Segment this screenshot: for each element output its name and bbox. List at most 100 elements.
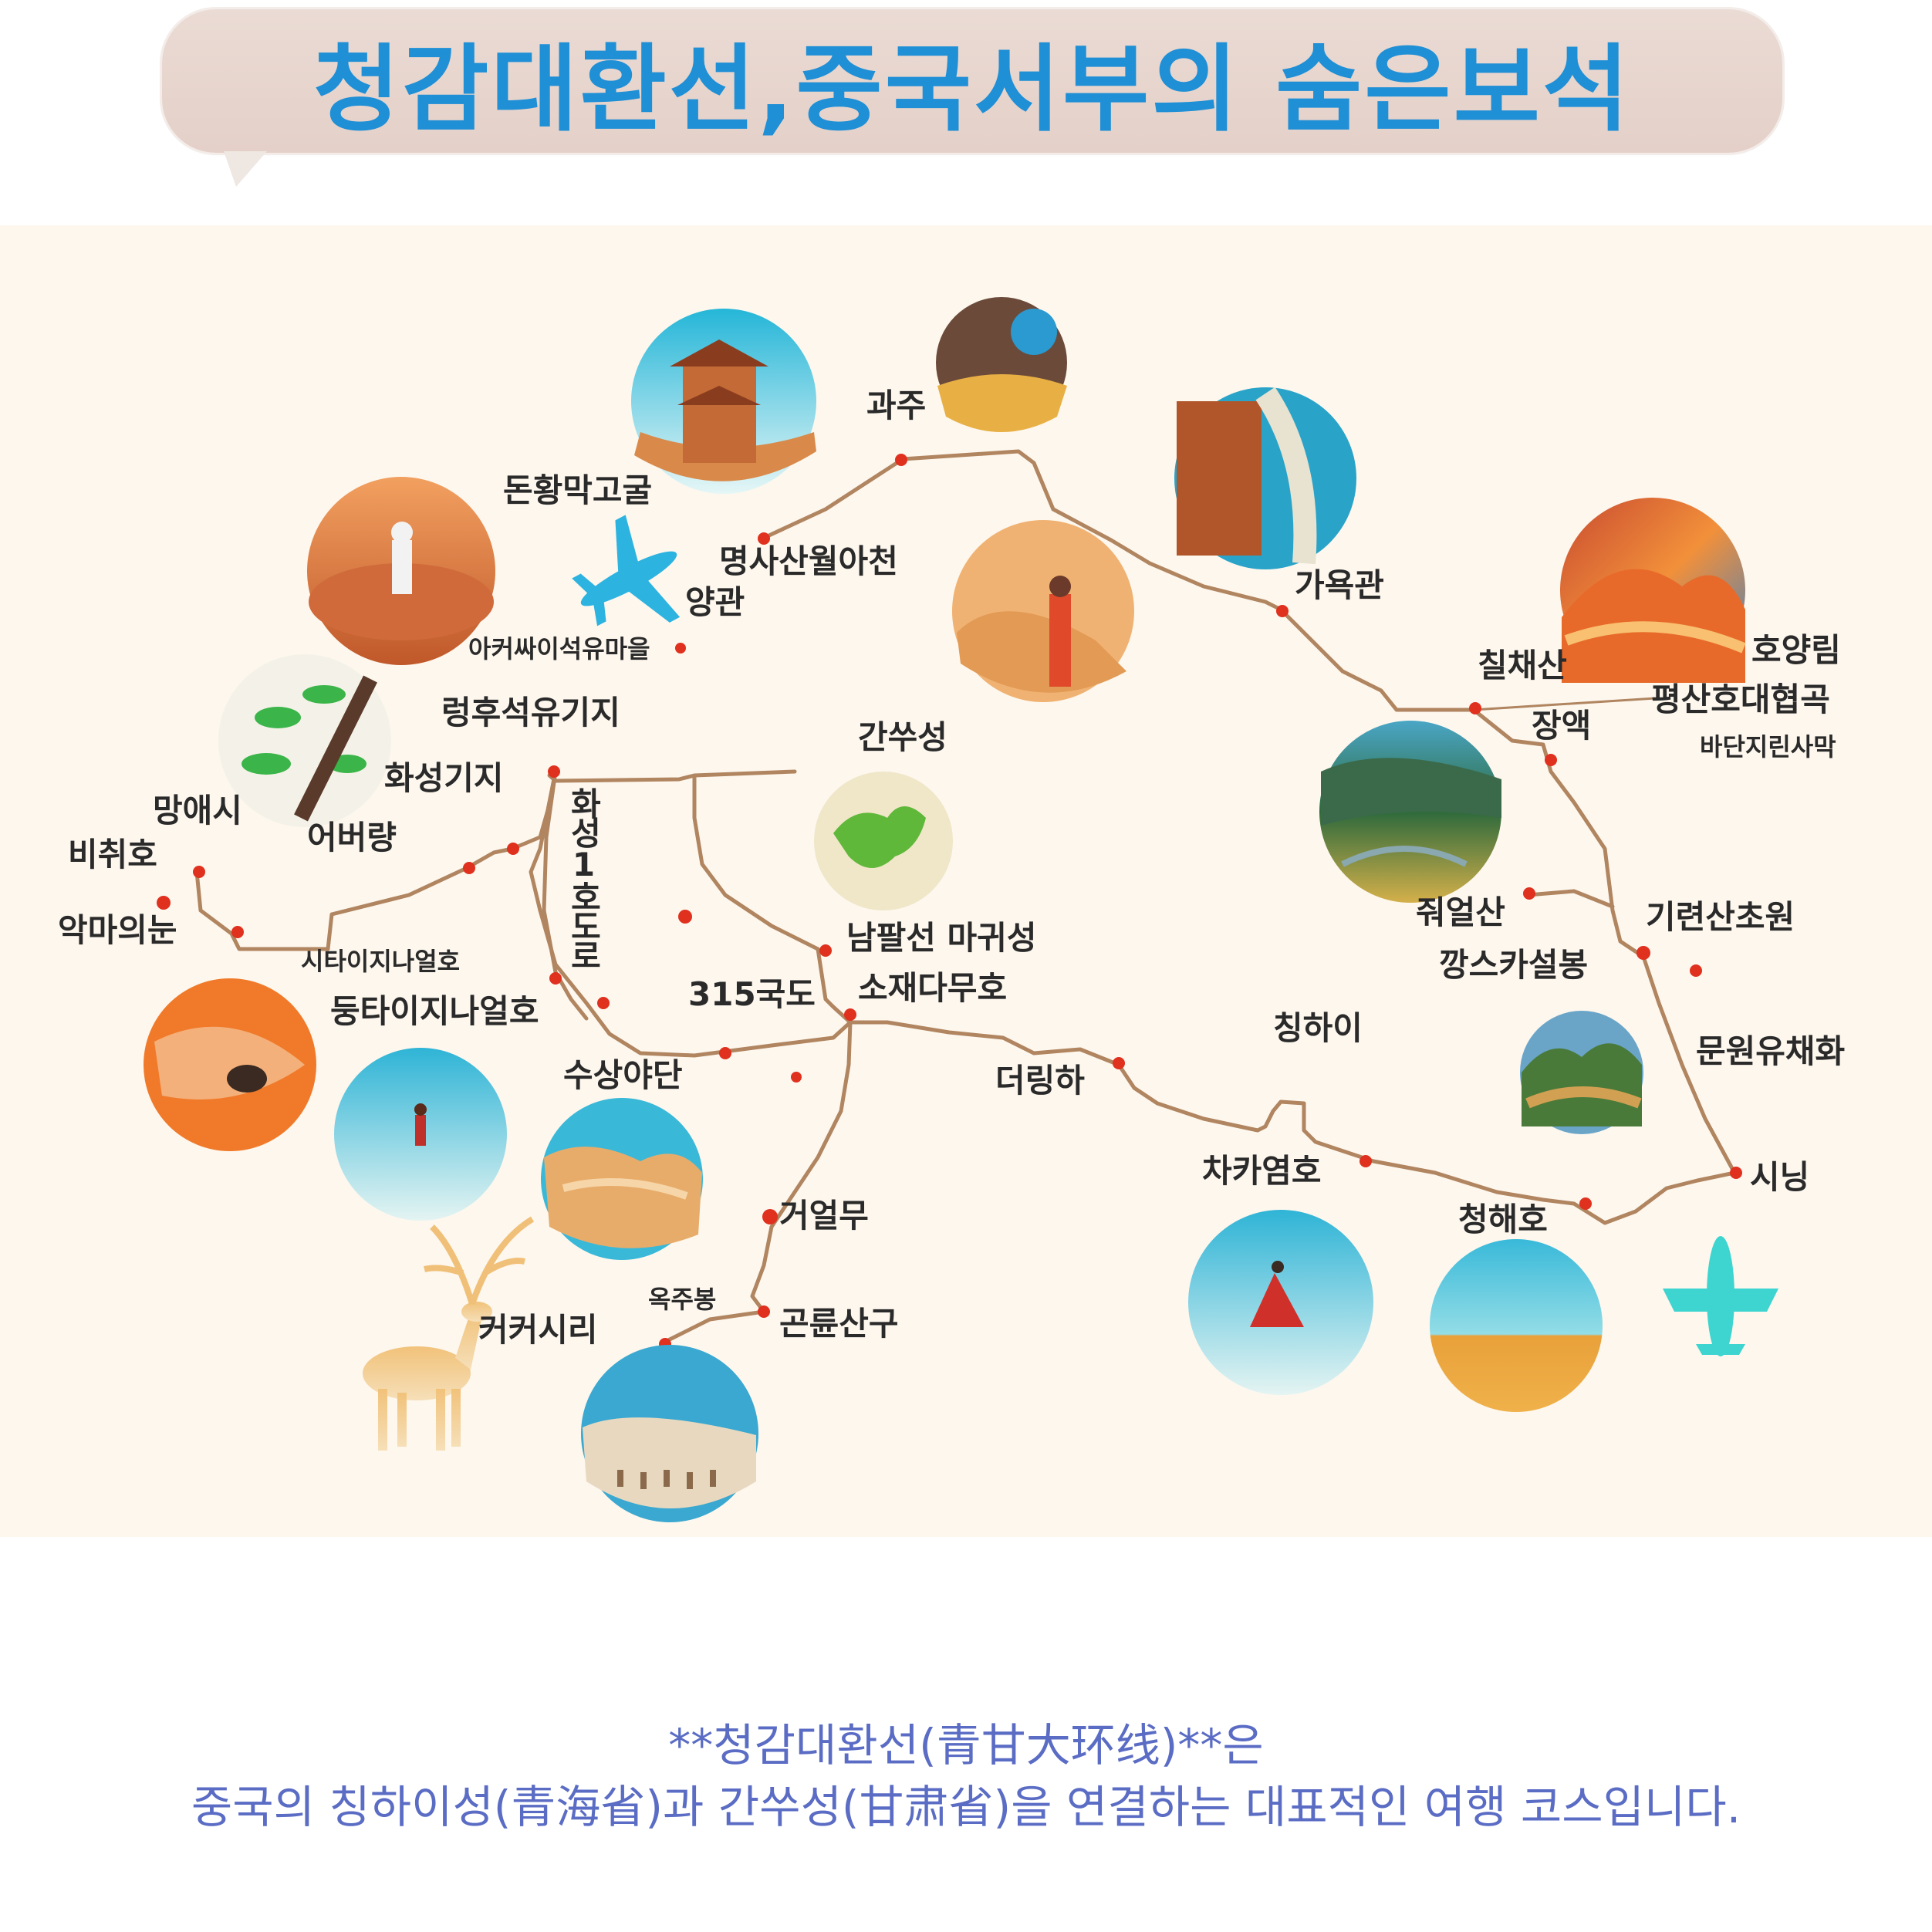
stop-zhangye bbox=[1545, 754, 1557, 766]
stop-dunhuang bbox=[758, 532, 770, 545]
title-banner bbox=[162, 9, 1782, 153]
label-demon-eye: 악마의눈 bbox=[58, 911, 177, 949]
label-qinghai-lake: 청해호 bbox=[1458, 1201, 1548, 1238]
label-nanbaxian: 남팔선 마귀성 bbox=[846, 919, 1037, 957]
route-line bbox=[1525, 889, 1615, 909]
label-qicaishan: 칠채산 bbox=[1478, 647, 1567, 684]
stop-isolated-1 bbox=[678, 910, 692, 924]
stop-jiayuguan bbox=[1276, 605, 1289, 617]
photo-gwaju bbox=[936, 297, 1067, 432]
stop-demon-eye-2 bbox=[231, 926, 244, 938]
stop-akesai bbox=[675, 643, 686, 654]
plane-icon-xining bbox=[1663, 1236, 1778, 1356]
label-delingha: 더링하 bbox=[995, 1062, 1085, 1099]
label-qilian: 기련산초원 bbox=[1646, 898, 1795, 936]
label-huaxing: 화성기지 bbox=[384, 759, 504, 797]
stop-taijinar bbox=[549, 972, 562, 985]
label-mangya: 망애시 bbox=[153, 792, 242, 829]
stop-markers bbox=[157, 454, 1742, 1350]
deer-icon bbox=[363, 1216, 535, 1451]
label-gangshika: 깡스카설봉 bbox=[1439, 946, 1589, 984]
photo-shuishang-yadan bbox=[541, 1098, 703, 1260]
label-badain: 바단지린사막 bbox=[1700, 732, 1836, 762]
stop-menyuan bbox=[1690, 964, 1702, 977]
photo-lake-girl bbox=[334, 1048, 507, 1221]
stop-chaka bbox=[1359, 1155, 1372, 1167]
stop-qilian bbox=[1636, 946, 1650, 960]
photo-chaka-salt-lake bbox=[1188, 1210, 1373, 1395]
label-chaka: 차카염호 bbox=[1202, 1152, 1322, 1190]
photo-rainbow-mountains bbox=[1560, 498, 1746, 683]
label-bichu: 비취호 bbox=[68, 836, 157, 873]
label-huaxing-road: 화성1호도로 bbox=[565, 787, 603, 968]
stop-nanbaxian bbox=[819, 944, 832, 957]
plane-icon-dunhuang bbox=[572, 515, 681, 627]
label-jiayuguan: 가욕관 bbox=[1295, 566, 1384, 604]
photo-qinghai-lake bbox=[1430, 1239, 1603, 1412]
label-zhangye: 장액 bbox=[1532, 707, 1592, 745]
label-suogan: 소재다무호 bbox=[858, 969, 1008, 1007]
stop-demon-eye bbox=[157, 896, 171, 910]
label-pingshanhu: 평산호대협곡 bbox=[1651, 681, 1830, 718]
stop-taijinar-2 bbox=[597, 997, 610, 1009]
photo-dunhuang-grottoes bbox=[631, 309, 816, 494]
stop-eboliang bbox=[463, 862, 475, 874]
label-yuzhufeng: 옥주봉 bbox=[648, 1285, 717, 1314]
label-qinghai: 칭하이 bbox=[1273, 1009, 1363, 1047]
label-shuishang: 수상야단 bbox=[563, 1056, 683, 1094]
stop-qinghai-lake bbox=[1579, 1197, 1592, 1210]
photo-qilian-grassland bbox=[1319, 721, 1501, 903]
label-gansu: 간쑤성 bbox=[858, 718, 947, 756]
photo-hoh-xil bbox=[581, 1345, 758, 1522]
label-menyuan: 문원유채화 bbox=[1696, 1032, 1846, 1070]
banner-tail bbox=[224, 151, 267, 187]
label-mingsha: 명사산월아천 bbox=[719, 542, 898, 580]
stop-gwaju bbox=[895, 454, 907, 466]
label-gwaju: 과주 bbox=[866, 387, 927, 424]
photo-jiayuguan bbox=[1174, 387, 1356, 569]
photo-mingsha bbox=[952, 520, 1134, 702]
caption-line-1: **청감대환선(青甘大环线)**은 bbox=[668, 1719, 1264, 1772]
stop-315 bbox=[844, 1008, 856, 1021]
stop-delingha bbox=[1113, 1057, 1125, 1069]
label-yangguan: 양관 bbox=[685, 583, 745, 621]
route-line bbox=[661, 1020, 853, 1345]
stop-bichu bbox=[193, 866, 205, 878]
route-line bbox=[692, 449, 1737, 1225]
label-zhuoershan: 줘얼산 bbox=[1416, 893, 1505, 931]
label-lenghu: 렁후석유기지 bbox=[441, 694, 620, 731]
route-line bbox=[542, 769, 589, 1021]
route-line bbox=[529, 769, 853, 1058]
stop-xining bbox=[1730, 1167, 1742, 1179]
photo-demon-eye bbox=[144, 978, 316, 1151]
label-golmud: 거얼무 bbox=[779, 1197, 869, 1235]
label-hoh-xil: 커커시리 bbox=[478, 1311, 598, 1349]
page-title: 청감대환선,중국서부의 숨은보석 bbox=[312, 34, 1632, 144]
label-g315: 315국도 bbox=[688, 975, 816, 1013]
label-akesai: 아커싸이석유마을 bbox=[468, 634, 650, 664]
stop-shuishang bbox=[719, 1047, 731, 1059]
label-xining: 시닝 bbox=[1750, 1158, 1810, 1196]
photo-salt-fields bbox=[218, 654, 391, 827]
label-east-taijinar: 둥타이지나얼호 bbox=[330, 992, 539, 1030]
label-kunlun: 곤륜산구 bbox=[779, 1305, 899, 1343]
label-eboliang: 어버량 bbox=[307, 819, 397, 856]
label-west-taijinar: 시타이지나얼호 bbox=[301, 947, 461, 976]
photo-gansu-map bbox=[814, 772, 953, 910]
route-line bbox=[194, 769, 558, 951]
caption-line-2: 중국의 칭하이성(青海省)과 간쑤성(甘肃省)을 연결하는 대표적인 여행 코스… bbox=[191, 1781, 1741, 1833]
route-line bbox=[1472, 697, 1657, 711]
stop-kunlun bbox=[758, 1305, 770, 1318]
stop-qicaishan bbox=[1469, 702, 1481, 714]
route-line bbox=[547, 773, 697, 783]
stop-zhuoershan bbox=[1523, 887, 1535, 900]
stop-isolated-2 bbox=[791, 1072, 802, 1083]
photo-menyuan-hills bbox=[1520, 1011, 1643, 1134]
stop-golmud bbox=[762, 1209, 778, 1224]
photo-astronaut bbox=[307, 477, 495, 665]
stop-mangya bbox=[507, 843, 519, 855]
stop-huaxing bbox=[548, 765, 560, 778]
label-dunhuang-grottoes: 돈황막고굴 bbox=[503, 471, 653, 509]
label-huyanglin: 호양림 bbox=[1751, 631, 1841, 669]
